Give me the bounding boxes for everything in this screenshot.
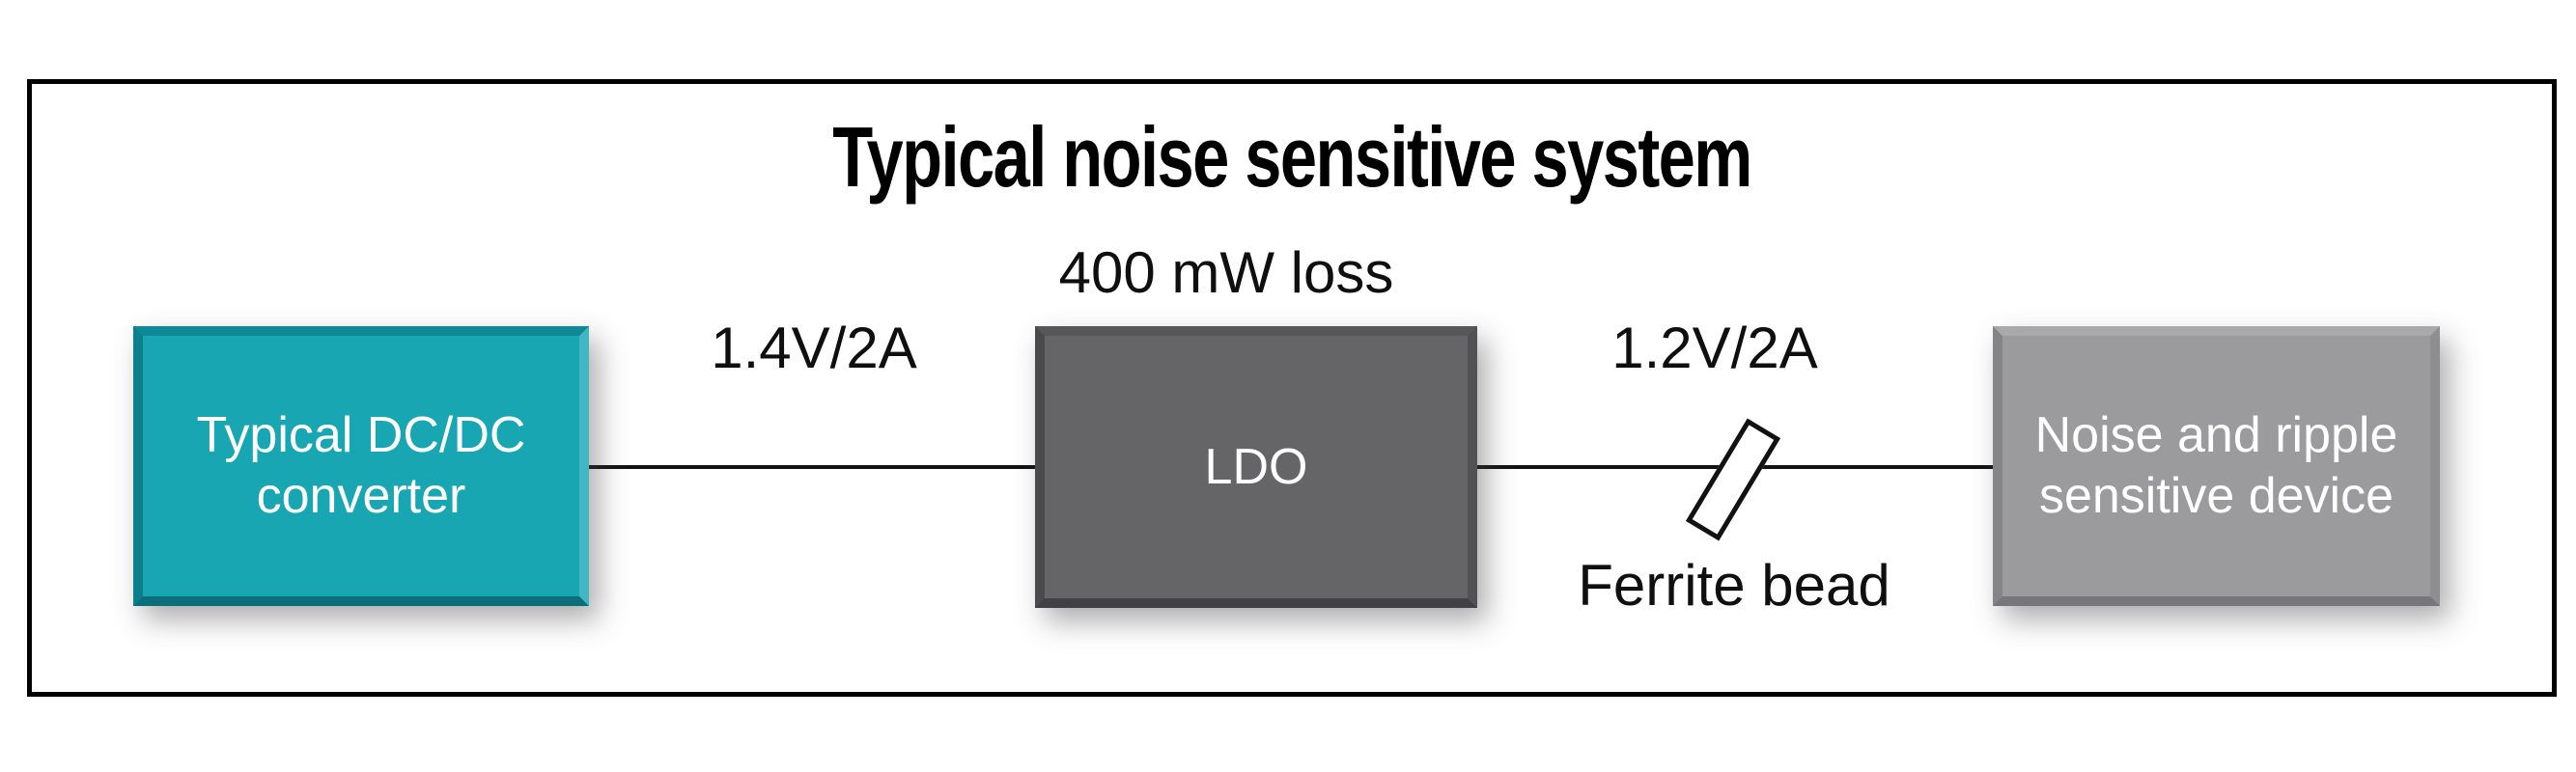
input-rail-label: 1.4V/2A xyxy=(711,316,917,380)
diagram-title: Typical noise sensitive system xyxy=(832,109,1752,205)
ldo-label: LDO xyxy=(1204,438,1308,495)
output-rail-label: 1.2V/2A xyxy=(1611,316,1818,380)
dcdc-converter-label: Typical DC/DC converter xyxy=(196,407,526,524)
ldo-block: LDO xyxy=(1035,326,1477,608)
noise-sensitive-device-label: Noise and ripple sensitive device xyxy=(2034,407,2398,524)
wire-dcdc-to-ldo xyxy=(589,465,1035,469)
power-loss-label: 400 mW loss xyxy=(1058,240,1394,305)
dcdc-converter-block: Typical DC/DC converter xyxy=(133,326,589,606)
noise-sensitive-device-block: Noise and ripple sensitive device xyxy=(1993,326,2440,606)
ferrite-bead-label: Ferrite bead xyxy=(1578,553,1890,618)
